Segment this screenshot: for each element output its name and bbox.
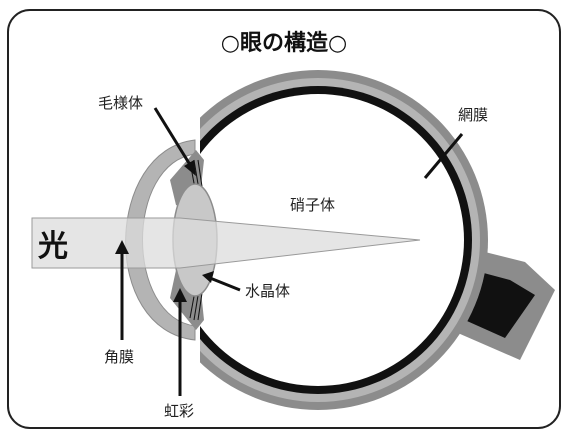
cornea-label: 角膜 <box>104 348 134 366</box>
retina-label: 網膜 <box>458 106 488 124</box>
cornea <box>125 139 196 341</box>
lens-arrowhead <box>202 271 214 283</box>
cornea-arrowhead <box>115 240 129 254</box>
diagram-title: ○眼の構造○ <box>221 30 347 56</box>
light-beam <box>31 217 421 269</box>
light-label: 光 <box>38 229 68 264</box>
lens-leader <box>209 276 241 292</box>
retina-leader <box>423 133 464 179</box>
ciliary-body-arrowhead <box>184 160 196 176</box>
iris-arrowhead <box>173 288 187 302</box>
ciliary-body-label: 毛様体 <box>98 94 143 112</box>
vitreous-body-label: 硝子体 <box>290 196 335 214</box>
iris-label: 虹彩 <box>164 402 194 420</box>
lens-label: 水晶体 <box>245 282 290 300</box>
ciliary-body-leader <box>153 107 194 169</box>
